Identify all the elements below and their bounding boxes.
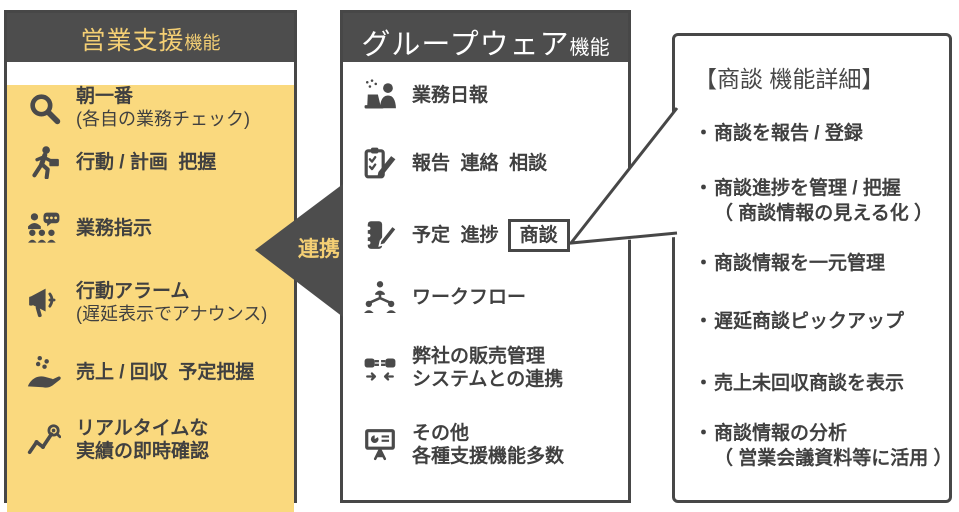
sales-support-item: 行動アラーム(遅延表示でアナウンス) (7, 280, 294, 326)
feature-label: 業務指示 (76, 217, 152, 240)
bullet-text: 商談を報告 / 登録 (714, 121, 863, 146)
feature-line: 実績の即時確認 (76, 441, 210, 462)
bullet-line: 遅延商談ピックアップ (714, 311, 905, 332)
groupware-item: 予定 進捗商談 (343, 218, 628, 252)
groupware-header: グループウェア機能 (343, 13, 628, 62)
deal-detail-title: 【商談 機能詳細】 (694, 66, 885, 92)
feature-label: ワークフロー (412, 286, 526, 309)
bullet-text: 売上未回収商談を表示 (714, 371, 904, 396)
feature-label: 予定 進捗商談 (412, 218, 570, 252)
bullet-text: 遅延商談ピックアップ (714, 309, 904, 334)
feature-line: 予定 進捗商談 (412, 218, 570, 252)
sales-support-item: 朝一番(各自の業務チェック) (7, 85, 294, 131)
bullet-marker: ・ (694, 373, 714, 394)
sales-support-title-suffix: 機能 (184, 33, 221, 53)
feature-line: ワークフロー (412, 286, 527, 308)
bullet-line: 商談を報告 / 登録 (714, 123, 863, 144)
feature-line: システムとの連携 (412, 369, 564, 390)
feature-line: 業務指示 (76, 217, 153, 239)
groupware-title-suffix: 機能 (569, 37, 610, 59)
feature-line: 報告 連絡 相談 (412, 152, 548, 174)
groupware-title: グループウェア (361, 29, 570, 61)
deal-detail-bullet: ・売上未回収商談を表示 (694, 371, 949, 396)
feature-label: 売上 / 回収 予定把握 (76, 361, 254, 384)
sales-support-item: 売上 / 回収 予定把握 (7, 355, 294, 389)
feature-line: リアルタイムな (76, 418, 209, 439)
feature-label: 行動アラーム(遅延表示でアナウンス) (76, 280, 267, 326)
feature-line: (各自の業務チェック) (76, 109, 250, 129)
bullet-line: 商談情報を一元管理 (714, 253, 886, 274)
feature-line: 各種支援機能多数 (412, 446, 565, 467)
bullet-line: 商談情報の分析 (714, 423, 848, 444)
link-arrow-label: 連携 (298, 237, 340, 261)
bullet-line: 売上未回収商談を表示 (714, 373, 905, 394)
megaphone-icon (22, 286, 66, 320)
groupware-item: その他各種支援機能多数 (343, 422, 628, 468)
feature-label: その他各種支援機能多数 (412, 422, 564, 468)
person-desk-icon (358, 78, 402, 112)
hand-coins-icon (22, 355, 66, 389)
sales-support-list: 朝一番(各自の業務チェック) 行動 / 計画 把握業務指示行動アラーム(遅延表示で… (7, 85, 294, 512)
sales-support-item: リアルタイムな実績の即時確認 (7, 417, 294, 463)
chart-magnifier-icon (22, 423, 66, 457)
feature-line: 売上 / 回収 予定把握 (76, 361, 255, 383)
bullet-marker: ・ (694, 423, 714, 444)
deal-detail-bullet: ・商談を報告 / 登録 (694, 121, 949, 146)
feature-line: (遅延表示でアナウンス) (76, 304, 268, 324)
groupware-panel: グループウェア機能 業務日報報告 連絡 相談予定 進捗商談ワークフロー弊社の販売… (340, 10, 631, 503)
running-person-icon (22, 145, 66, 179)
feature-line-text: 予定 進捗 (412, 224, 499, 246)
feature-line: 行動アラーム (76, 281, 190, 302)
bullet-text: 商談情報の分析 （ 営業会議資料等に活用 ） (714, 421, 953, 471)
bullet-line: 商談進捗を管理 / 把握 (714, 178, 901, 199)
deal-detail-list: ・商談を報告 / 登録・商談進捗を管理 / 把握（ 商談情報の見える化 ）・商談… (694, 121, 953, 471)
feature-label: 報告 連絡 相談 (412, 152, 547, 175)
clipboard-pencil-icon (358, 146, 402, 180)
bullet-line: （ 商談情報の見える化 ） (714, 203, 933, 224)
deal-detail-panel: 【商談 機能詳細】 ・商談を報告 / 登録・商談進捗を管理 / 把握（ 商談情報… (672, 33, 953, 503)
bullet-marker: ・ (694, 311, 714, 332)
groupware-item: 報告 連絡 相談 (343, 146, 628, 180)
search-icon (22, 91, 66, 125)
feature-line: 業務日報 (412, 84, 489, 106)
feature-label: 行動 / 計画 把握 (76, 151, 216, 174)
feature-line: 弊社の販売管理 (412, 346, 546, 367)
sales-support-panel: 営業支援機能 朝一番(各自の業務チェック) 行動 / 計画 把握業務指示行動アラー… (4, 10, 297, 512)
sales-support-item: 行動 / 計画 把握 (7, 145, 294, 179)
people-chat-icon (22, 211, 66, 245)
deal-detail-bullet: ・商談進捗を管理 / 把握 （ 商談情報の見える化 ） (694, 176, 949, 226)
feature-line: 行動 / 計画 把握 (76, 151, 217, 173)
bullet-marker: ・ (694, 123, 714, 144)
presentation-board-icon (358, 428, 402, 462)
sales-support-title: 営業支援 (80, 27, 185, 55)
bullet-marker: ・ (694, 178, 714, 199)
feature-label: リアルタイムな実績の即時確認 (76, 417, 209, 463)
sales-support-item: 業務指示 (7, 211, 294, 245)
bullet-text: 商談進捗を管理 / 把握 （ 商談情報の見える化 ） (714, 176, 933, 226)
deal-boxed-label: 商談 (507, 218, 570, 252)
plug-link-icon (358, 351, 402, 385)
feature-label: 朝一番(各自の業務チェック) (76, 85, 250, 131)
workflow-icon (358, 280, 402, 314)
feature-label: 弊社の販売管理システムとの連携 (412, 345, 563, 391)
groupware-item: 業務日報 (343, 78, 628, 112)
bullet-text: 商談情報を一元管理 (714, 251, 885, 276)
groupware-item: ワークフロー (343, 280, 628, 314)
feature-line: その他 (412, 423, 470, 444)
deal-detail-bullet: ・商談情報を一元管理 (694, 251, 949, 276)
deal-detail-bullet: ・遅延商談ピックアップ (694, 309, 949, 334)
feature-line: 朝一番 (76, 86, 134, 107)
sales-support-header: 営業支援機能 (7, 13, 294, 62)
feature-label: 業務日報 (412, 84, 488, 107)
bullet-line: （ 営業会議資料等に活用 ） (714, 448, 953, 469)
groupware-item: 弊社の販売管理システムとの連携 (343, 345, 628, 391)
deal-detail-bullet: ・商談情報の分析 （ 営業会議資料等に活用 ） (694, 421, 953, 471)
notebook-pencil-icon (358, 218, 402, 252)
groupware-list: 業務日報報告 連絡 相談予定 進捗商談ワークフロー弊社の販売管理システムとの連携… (343, 78, 628, 512)
bullet-marker: ・ (694, 253, 714, 274)
